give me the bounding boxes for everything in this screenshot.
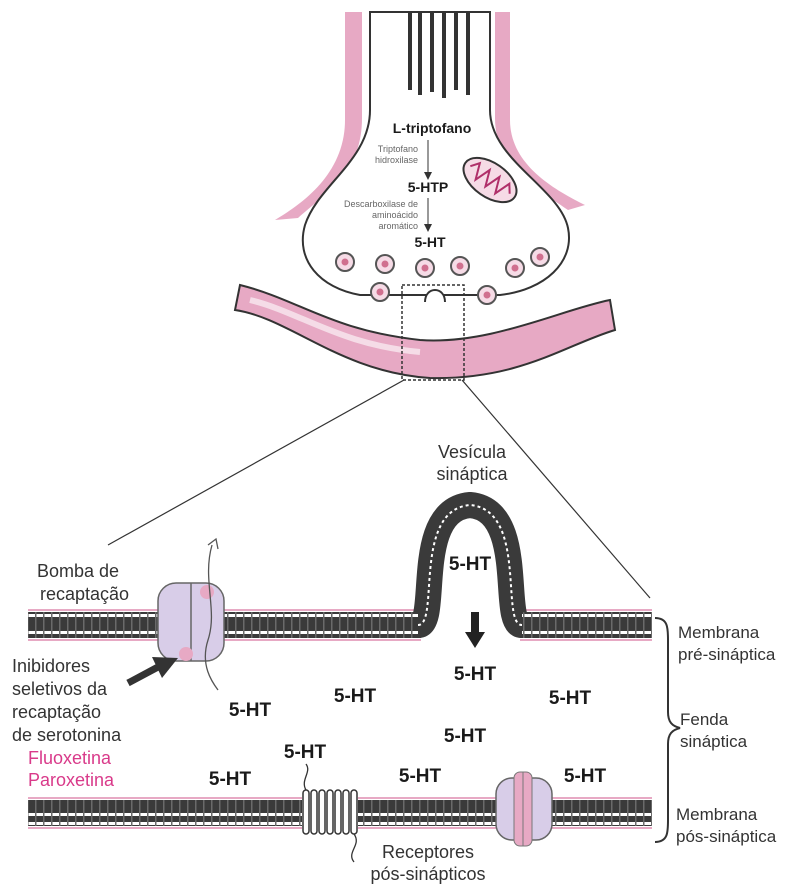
post-membrane-label-line2: pós-sináptica <box>676 827 777 846</box>
inhibitor-label-line2: seletivos da <box>12 679 108 699</box>
presynaptic-membrane-right <box>520 612 652 638</box>
five-ht-cleft-3: 5-HT <box>454 664 497 685</box>
post-membrane-label-line1: Membrana <box>676 805 758 824</box>
fusing-vesicle <box>425 290 445 302</box>
five-ht-cleft-5: 5-HT <box>444 726 487 747</box>
five-ht-cleft-1: 5-HT <box>229 700 272 721</box>
drug-fluoxetina: Fluoxetina <box>28 748 112 768</box>
five-ht-cleft-8: 5-HT <box>399 766 442 787</box>
five-htp-label: 5-HTP <box>408 179 448 195</box>
vesicle-label-line2: sináptica <box>436 464 508 484</box>
pump-label-line2: recaptação <box>40 584 129 604</box>
five-ht-cleft-4: 5-HT <box>549 688 592 709</box>
receptors-label-line2: pós-sinápticos <box>370 864 485 884</box>
five-ht-label-top: 5-HT <box>414 234 446 250</box>
ionotropic-receptor <box>496 772 552 846</box>
five-ht-cleft-2: 5-HT <box>334 686 377 707</box>
cleft-serotonin: 5-HT 5-HT 5-HT 5-HT 5-HT 5-HT 5-HT 5-HT … <box>209 664 607 790</box>
metabotropic-receptor <box>302 764 358 862</box>
inhibitor-label-line4: de serotonina <box>12 725 122 745</box>
enzyme2-line3: aromático <box>378 221 418 231</box>
presynaptic-terminal: L-triptofano Triptofano hidroxilase 5-HT… <box>275 12 585 304</box>
drug-paroxetina: Paroxetina <box>28 770 115 790</box>
five-ht-vesicle: 5-HT <box>449 554 492 575</box>
zoom-line-left <box>108 380 404 545</box>
cleft-label-line2: sináptica <box>680 732 748 751</box>
inhibitor-arrow <box>128 657 178 683</box>
five-ht-cleft-7: 5-HT <box>209 769 252 790</box>
pre-membrane-label-line1: Membrana <box>678 623 760 642</box>
pump-label-line1: Bomba de <box>37 561 119 581</box>
enzyme1-line1: Triptofano <box>378 144 418 154</box>
enzyme2-line2: aminoácido <box>372 210 418 220</box>
pre-membrane-label-line2: pré-sináptica <box>678 645 776 664</box>
five-ht-cleft-6: 5-HT <box>284 742 327 763</box>
receptors-label-line1: Receptores <box>382 842 474 862</box>
five-ht-cleft-9: 5-HT <box>564 766 607 787</box>
inhibitor-label-line3: recaptação <box>12 702 101 722</box>
enzyme2-line1: Descarboxilase de <box>344 199 418 209</box>
inhibitor-label-line1: Inibidores <box>12 656 90 676</box>
l-tryptophan-label: L-triptofano <box>393 120 472 136</box>
enzyme1-line2: hidroxilase <box>375 155 418 165</box>
release-arrow <box>465 612 485 648</box>
vesicle-label-line1: Vesícula <box>438 442 507 462</box>
cleft-label-line1: Fenda <box>680 710 729 729</box>
